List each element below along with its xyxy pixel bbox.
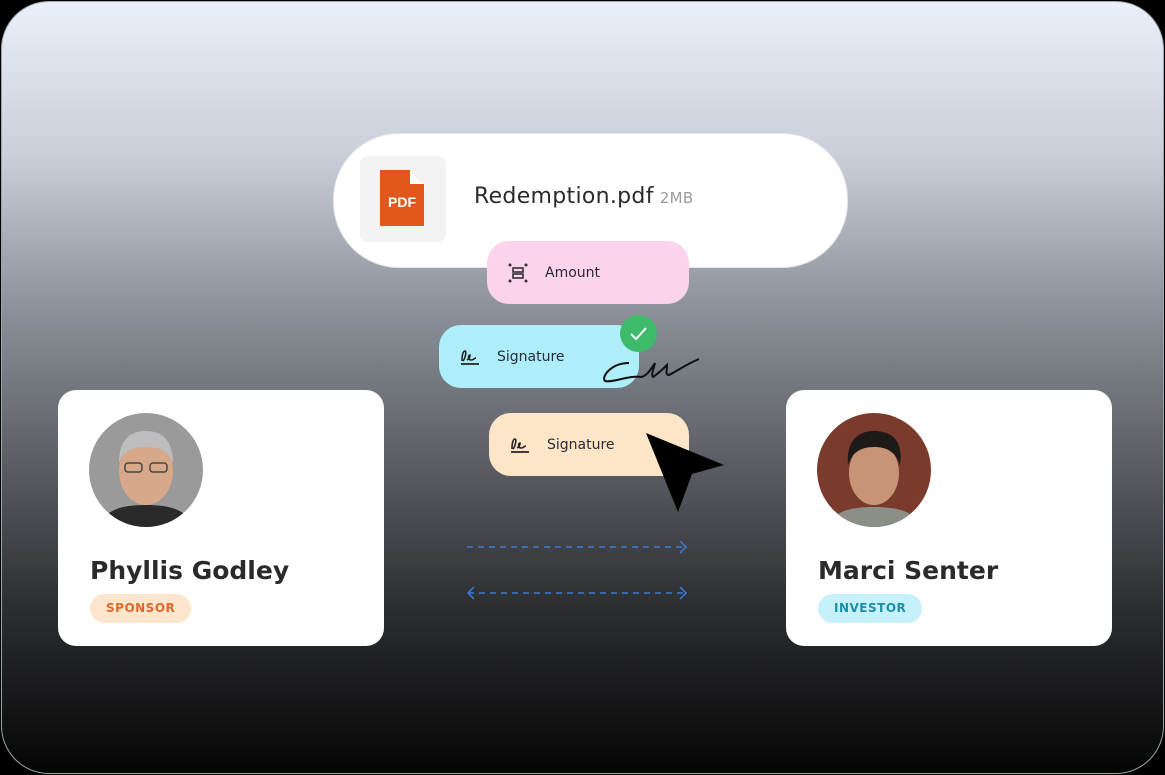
- person-name: Phyllis Godley: [90, 556, 290, 585]
- amount-field[interactable]: Amount: [487, 241, 689, 304]
- file-size: 2MB: [659, 189, 694, 207]
- cursor-icon: [646, 433, 724, 512]
- signature-field-label: Signature: [497, 348, 565, 365]
- pdf-icon: PDF: [360, 156, 446, 242]
- avatar: [817, 413, 931, 527]
- role-badge: SPONSOR: [90, 594, 192, 623]
- role-badge: INVESTOR: [818, 594, 923, 623]
- signature-icon: [509, 436, 531, 454]
- handwritten-signature: [603, 358, 700, 383]
- check-icon: [620, 315, 657, 352]
- amount-field-label: Amount: [545, 264, 601, 281]
- transfer-arrows: [466, 540, 688, 600]
- sponsor-card[interactable]: Phyllis Godley SPONSOR: [58, 390, 384, 646]
- file-name: Redemption.pdf 2MB: [474, 184, 693, 209]
- signature-field-signed[interactable]: Signature: [439, 325, 639, 388]
- investor-card[interactable]: Marci Senter INVESTOR: [786, 390, 1112, 646]
- person-name: Marci Senter: [818, 556, 999, 585]
- amount-field-icon: [507, 262, 529, 284]
- file-name-text: Redemption.pdf: [474, 184, 654, 209]
- signature-field-label: Signature: [547, 436, 615, 453]
- signature-icon: [459, 348, 481, 366]
- pdf-icon-label: PDF: [388, 194, 416, 210]
- avatar: [89, 413, 203, 527]
